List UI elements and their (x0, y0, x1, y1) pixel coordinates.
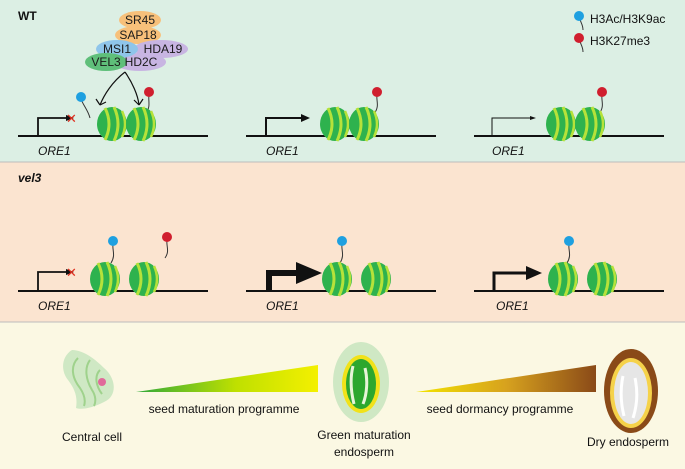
protein-vel3-label: VEL3 (91, 55, 121, 69)
protein-hda19-label: HDA19 (144, 42, 183, 56)
legend-methylation-label: H3K27me3 (590, 34, 650, 48)
protein-complex: SR45 SAP18 MSI1 HDA19 VEL3 HD2C (85, 11, 188, 71)
complex-arrows (95, 71, 144, 106)
nucleosome-icon (320, 260, 354, 298)
maturation-gradient-wedge (136, 365, 318, 392)
protein-sr45 (119, 11, 161, 29)
dry-endosperm-icon (604, 349, 658, 433)
legend-acetylation-label: H3Ac/H3K9ac (590, 12, 665, 26)
nucleosome-icon (347, 105, 381, 143)
protein-vel3 (85, 53, 127, 71)
nucleosome-icon (544, 105, 578, 143)
methylation-mark-icon (162, 232, 172, 259)
protein-msi1-label: MSI1 (103, 42, 131, 56)
stage-label-green-maturation-line2: endosperm (334, 445, 394, 459)
nucleosome-icon (359, 260, 393, 298)
gene-label-ore1: ORE1 (38, 144, 71, 158)
nucleosome-icon (127, 260, 161, 298)
panel-wt-title: WT (18, 9, 37, 23)
stage-label-green-maturation-line1: Green maturation (317, 428, 410, 442)
nucleosome-icon (318, 105, 352, 143)
nucleosome-icon (88, 260, 122, 298)
protein-hd2c (114, 53, 166, 71)
nucleosome-icon (573, 105, 607, 143)
nucleosome-icon (546, 260, 580, 298)
acetylation-mark-icon (564, 236, 574, 264)
gene-label-ore1: ORE1 (266, 299, 299, 313)
gene-label-ore1: ORE1 (266, 144, 299, 158)
green-maturation-endosperm-icon (333, 342, 389, 422)
protein-sap18-label: SAP18 (119, 28, 157, 42)
acetylation-legend-icon (574, 11, 584, 31)
nucleosome-icon (95, 105, 129, 143)
protein-sr45-label: SR45 (125, 13, 155, 27)
acetylation-mark-icon (108, 236, 118, 264)
repression-cross-icon: ✕ (66, 111, 77, 126)
nucleosome-icon (124, 105, 158, 143)
acetylation-mark-icon (337, 236, 347, 264)
stage-label-central-cell: Central cell (62, 430, 122, 444)
gene-label-ore1: ORE1 (496, 299, 529, 313)
methylation-legend-icon (574, 33, 584, 53)
protein-hd2c-label: HD2C (125, 55, 158, 69)
panel-vel3-title: vel3 (18, 171, 42, 185)
gene-label-ore1: ORE1 (492, 144, 525, 158)
programme-label-maturation: seed maturation programme (149, 402, 300, 416)
dormancy-gradient-wedge (416, 365, 596, 392)
protein-sap18 (115, 26, 161, 44)
gene-label-ore1: ORE1 (38, 299, 71, 313)
programme-label-dormancy: seed dormancy programme (427, 402, 574, 416)
acetylation-mark-icon (76, 92, 91, 119)
repression-cross-icon: ✕ (66, 265, 77, 280)
nucleosome-icon (585, 260, 619, 298)
stage-label-dry-endosperm: Dry endosperm (587, 435, 669, 449)
legend: H3Ac/H3K9ac H3K27me3 (574, 11, 665, 53)
central-cell-icon (63, 350, 114, 409)
